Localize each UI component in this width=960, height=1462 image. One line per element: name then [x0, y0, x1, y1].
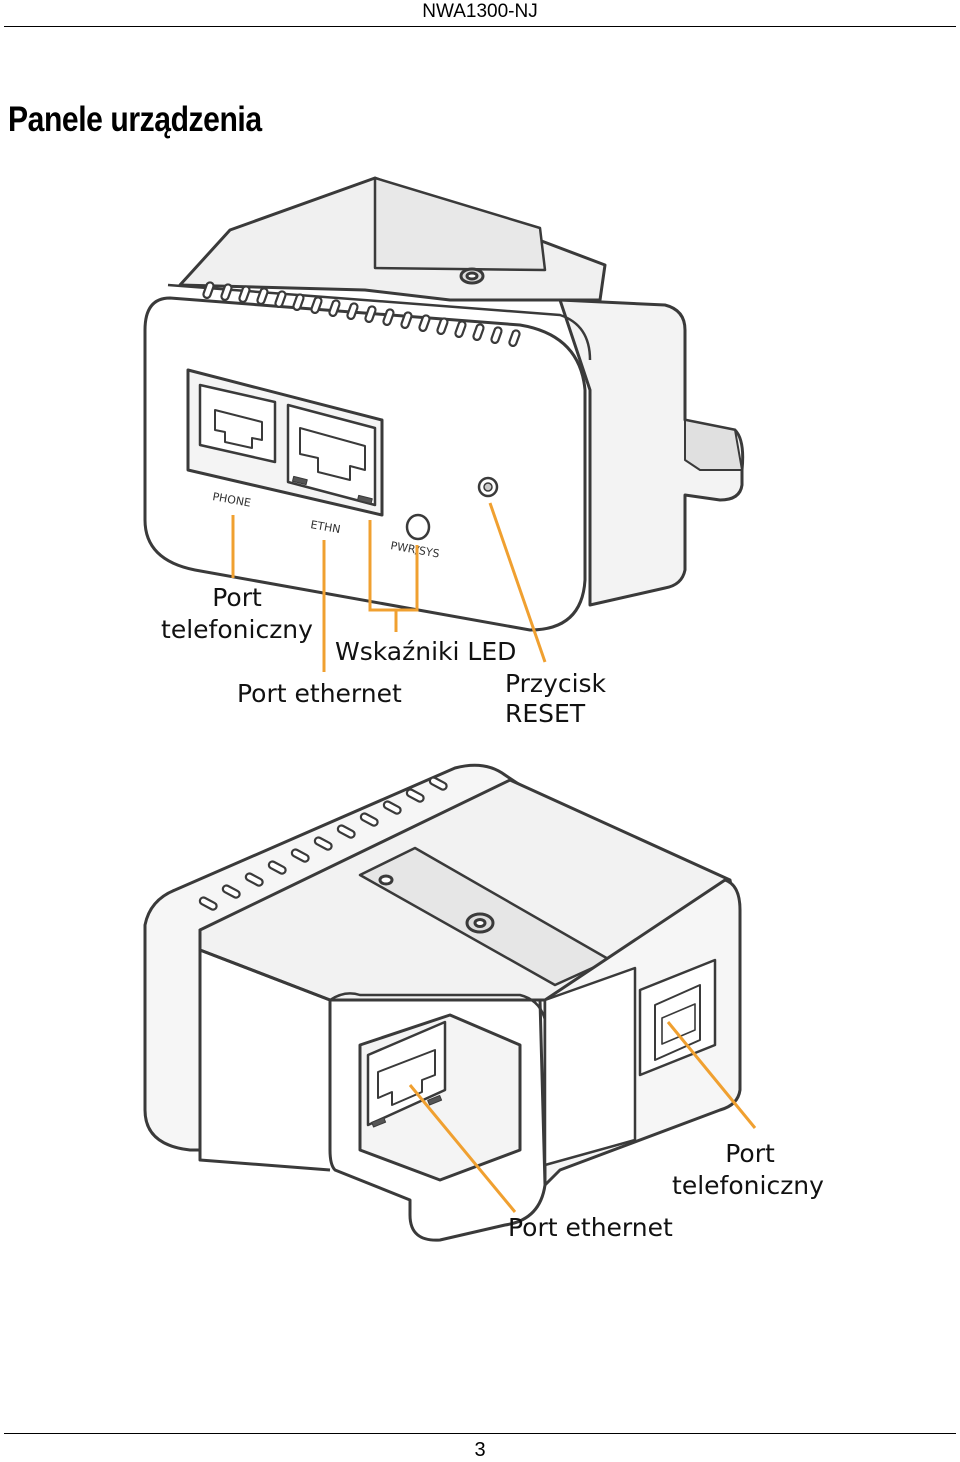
page-number: 3	[474, 1439, 486, 1461]
page-header: NWA1300-NJ	[0, 0, 960, 28]
document-model: NWA1300-NJ	[422, 1, 538, 22]
back-phone-port-callout-line1: Port	[725, 1139, 775, 1168]
front-view-device	[143, 176, 745, 632]
front-phone-port-callout-line2: telefoniczny	[161, 615, 313, 644]
back-view-device	[143, 763, 742, 1242]
ethn-jack-label: ETHN	[309, 518, 341, 536]
reset-button-callout-line2: RESET	[505, 699, 586, 728]
footer-rule	[4, 1433, 956, 1434]
front-phone-port-callout-line1: Port	[212, 583, 262, 612]
led-indicators-callout: Wskaźniki LED	[335, 637, 516, 666]
page-title: Panele urządzenia	[8, 100, 262, 139]
reset-button-callout-line1: Przycisk	[505, 669, 607, 698]
back-phone-port-callout-line2: telefoniczny	[672, 1171, 824, 1200]
back-callout-lines	[408, 1021, 757, 1213]
back-ethernet-port-callout: Port ethernet	[508, 1213, 673, 1242]
front-callout-lines	[231, 502, 547, 672]
header-rule	[4, 26, 956, 27]
device-panels-figure: PHONE ETHN PWR/SYS Port telefoniczny Wsk…	[143, 176, 824, 1242]
front-ethernet-port-callout: Port ethernet	[237, 679, 402, 708]
